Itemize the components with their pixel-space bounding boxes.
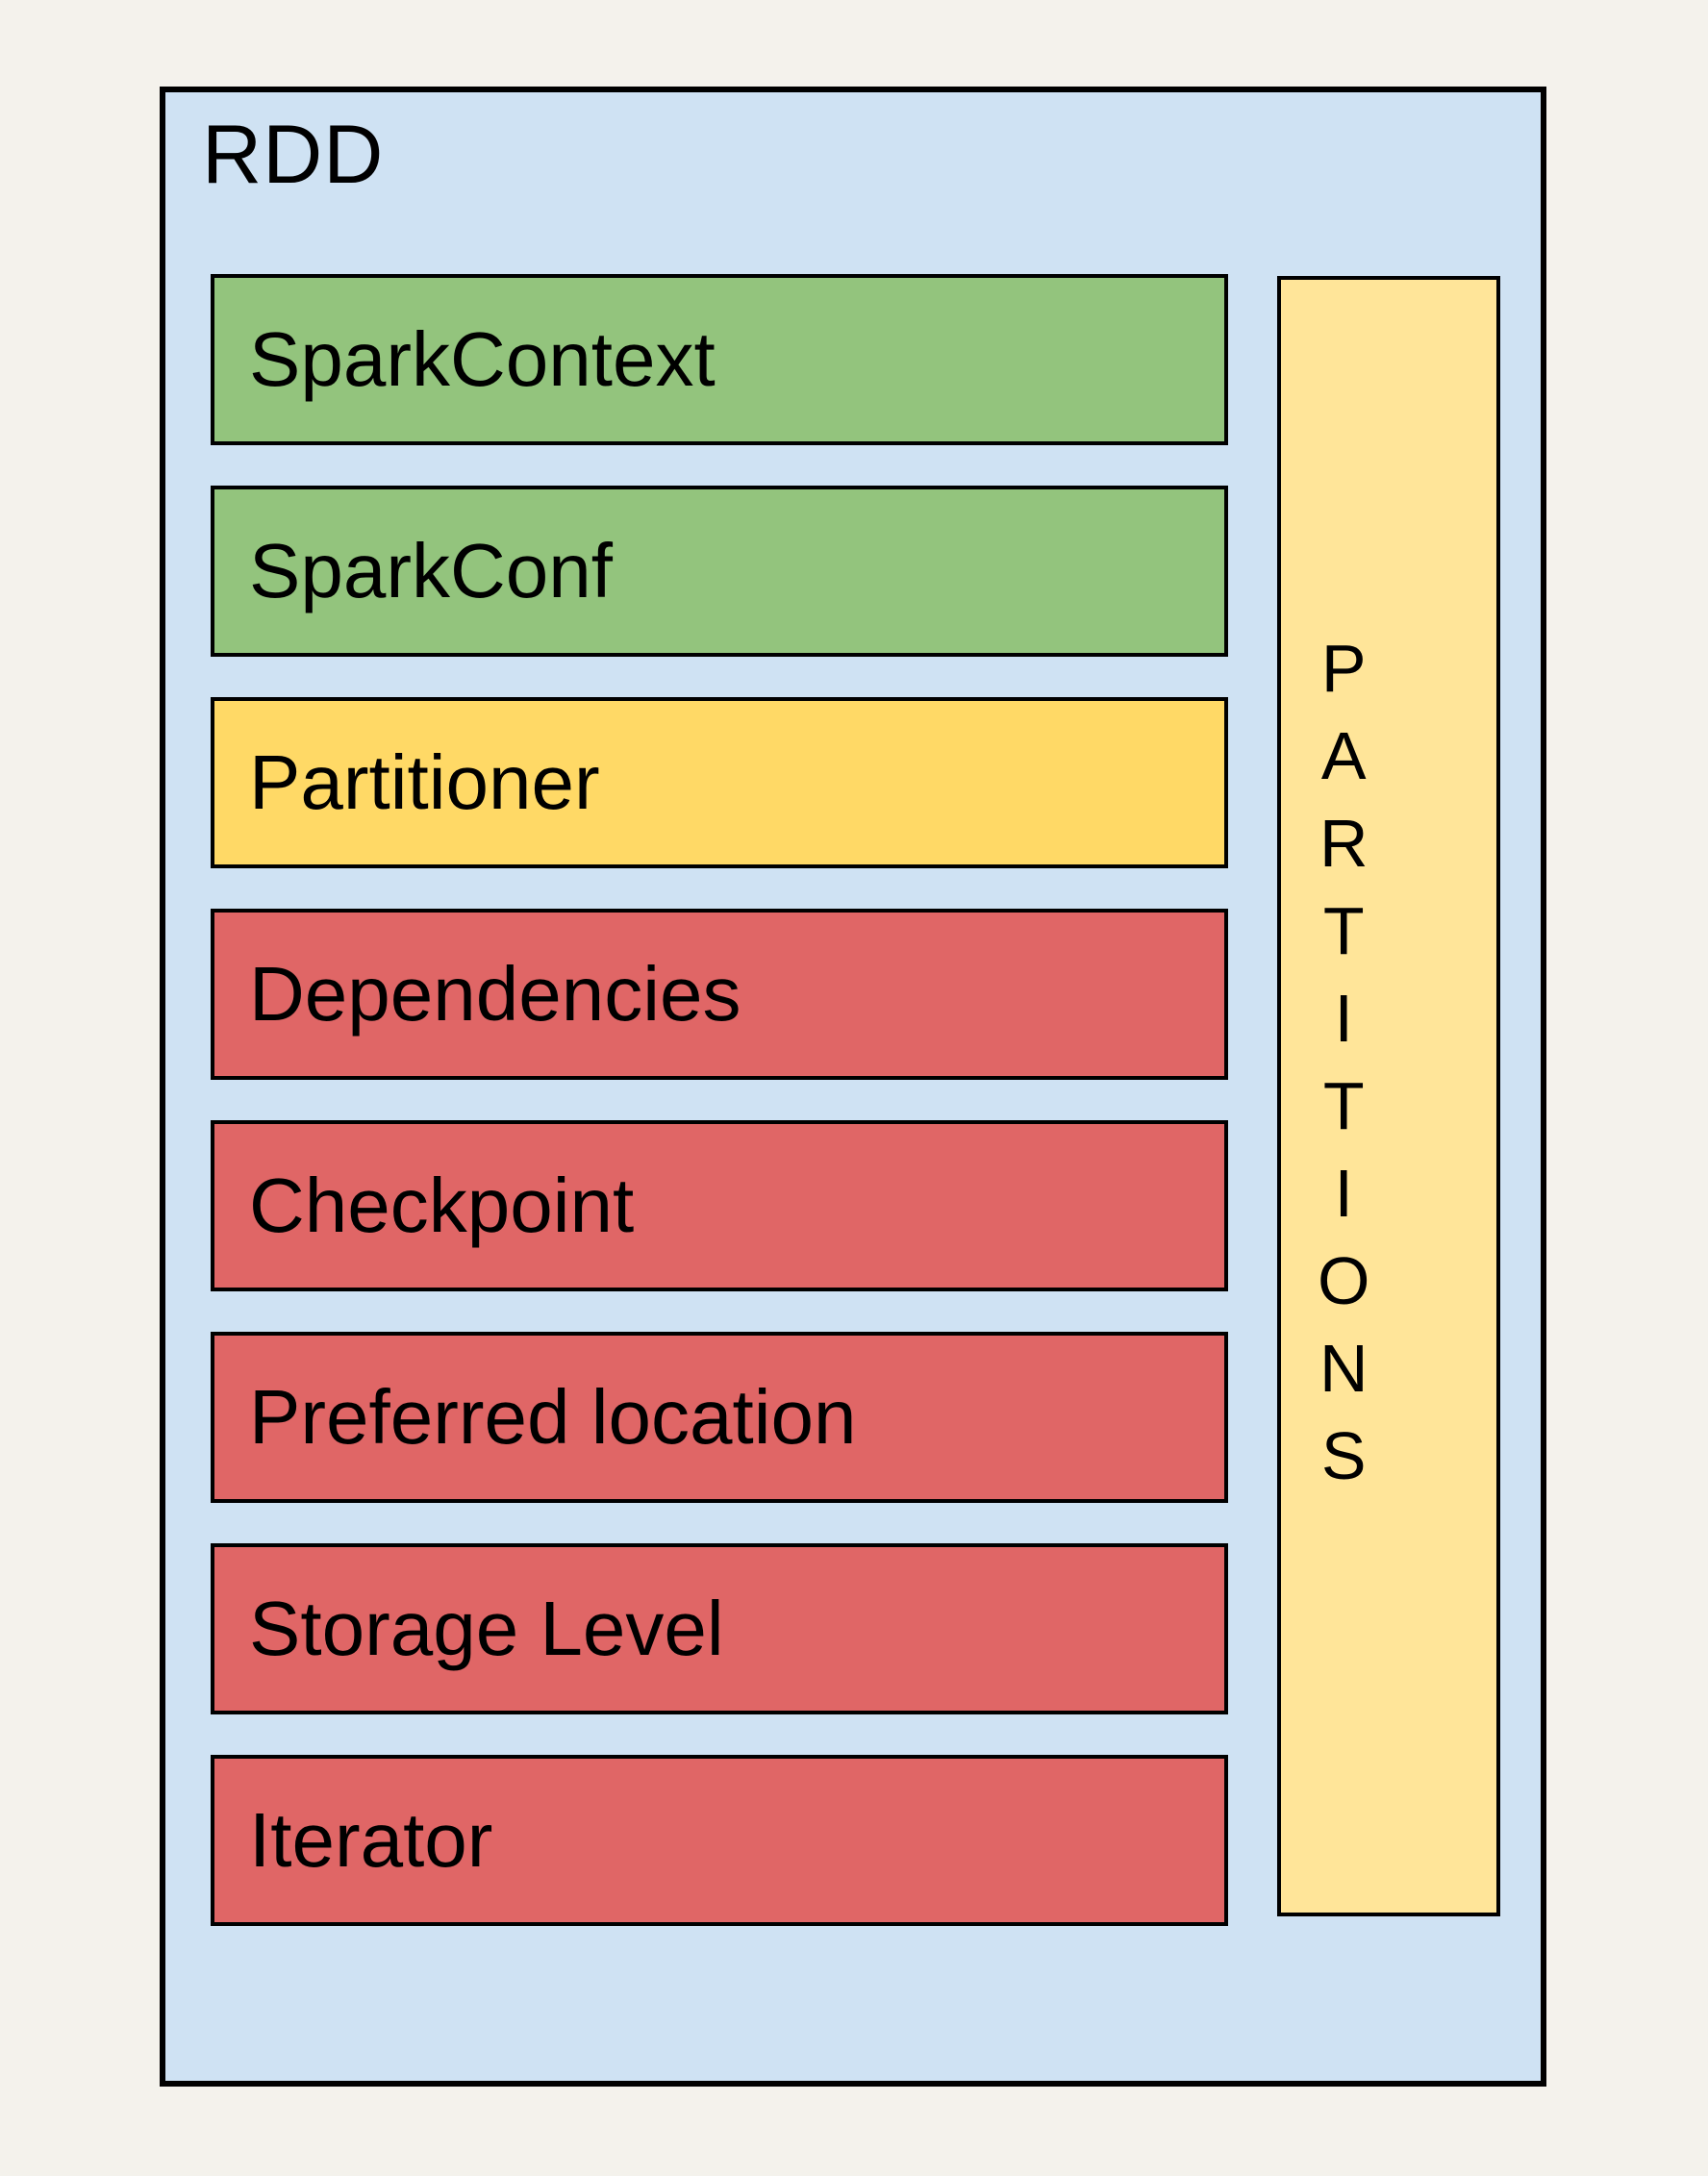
component-label: Storage Level [249,1586,724,1671]
component-box-checkpoint: Checkpoint [211,1120,1228,1291]
component-label: Preferred location [249,1374,857,1460]
component-box-spark-conf: SparkConf [211,486,1228,657]
component-box-dependencies: Dependencies [211,909,1228,1080]
component-box-preferred-location: Preferred location [211,1332,1228,1503]
partitions-label: P A R T I T I O N S [1318,631,1370,1493]
rdd-container: RDD SparkContext SparkConf Partitioner D… [160,87,1546,2087]
component-label: Dependencies [249,951,741,1037]
component-box-iterator: Iterator [211,1755,1228,1926]
component-label: SparkContext [249,316,716,402]
component-label: Checkpoint [249,1163,635,1248]
component-label: Partitioner [249,739,600,825]
component-box-storage-level: Storage Level [211,1543,1228,1714]
partitions-column: P A R T I T I O N S [1277,276,1500,1916]
rdd-title: RDD [202,109,385,201]
component-label: Iterator [249,1797,493,1883]
component-label: SparkConf [249,528,613,613]
component-stack: SparkContext SparkConf Partitioner Depen… [211,274,1228,1926]
component-box-partitioner: Partitioner [211,697,1228,868]
component-box-spark-context: SparkContext [211,274,1228,445]
